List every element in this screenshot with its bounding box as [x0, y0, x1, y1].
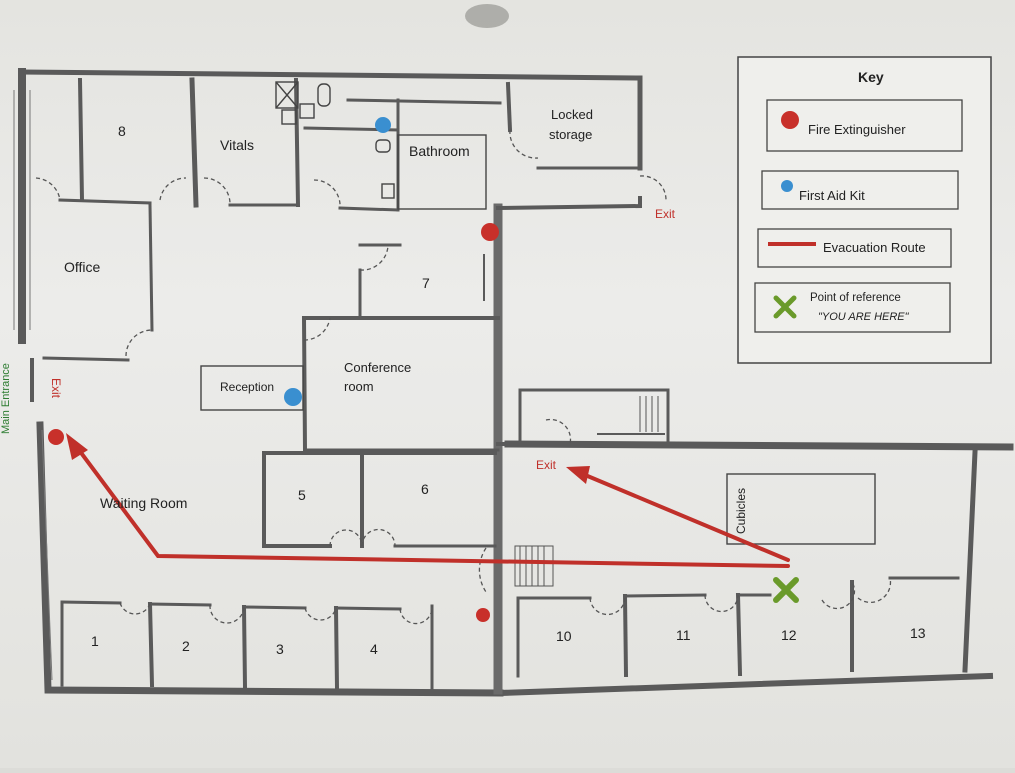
cubicles-box — [726, 473, 876, 545]
room-bathroom-label: Bathroom — [409, 143, 470, 159]
exit-mid-label: Exit — [536, 458, 557, 472]
legend-title: Key — [858, 69, 884, 85]
fixtures — [200, 81, 876, 545]
room-3-label: 3 — [276, 641, 284, 657]
fire-extinguisher-icon — [48, 429, 64, 445]
first-aid-icon — [284, 388, 302, 406]
room-11-label: 11 — [676, 627, 691, 643]
evacuation-arrowheads — [66, 433, 590, 484]
legend-reference-label-2: "YOU ARE HERE" — [818, 311, 910, 323]
room-6-label: 6 — [421, 481, 429, 497]
fire-extinguishers — [48, 223, 499, 622]
room-cubicles-label: Cubicles — [734, 488, 748, 534]
exit-labels: Exit Exit Exit Main Entrance — [0, 207, 676, 472]
exit-top-label: Exit — [655, 207, 676, 221]
you-are-here-marker — [773, 577, 799, 603]
main-entrance-label: Main Entrance — [0, 363, 12, 434]
room-12-label: 12 — [781, 627, 797, 643]
toilet-area — [275, 81, 299, 109]
bathroom-box — [397, 134, 487, 210]
room-reception-label: Reception — [220, 380, 274, 394]
arrowhead-icon — [566, 466, 590, 484]
legend-item-fire-box — [766, 99, 963, 152]
legend: Key Fire Extinguisher First Aid Kit Evac… — [737, 56, 992, 364]
room-locked-storage-label-2: storage — [549, 127, 592, 142]
room-10-label: 10 — [556, 628, 572, 644]
legend-evac-label: Evacuation Route — [823, 240, 926, 255]
room-4-label: 4 — [370, 641, 378, 657]
room-13-label: 13 — [910, 625, 926, 641]
you-are-here-icon — [773, 295, 797, 319]
reception-desk — [200, 365, 304, 411]
evacuation-route — [74, 444, 790, 568]
arrowhead-icon — [66, 433, 88, 460]
room-conference-label-1: Conference — [344, 360, 411, 375]
room-5-label: 5 — [298, 487, 306, 503]
room-2-label: 2 — [182, 638, 190, 654]
first-aid-icon — [375, 117, 391, 133]
fire-extinguisher-icon — [781, 111, 799, 129]
room-labels: 8 Vitals Bathroom Locked storage Office … — [64, 107, 926, 657]
walls — [18, 68, 1014, 697]
legend-item-reference-box — [754, 282, 951, 333]
first-aid-kits — [284, 117, 391, 406]
room-8-label: 8 — [118, 123, 126, 139]
paper-smudge — [465, 4, 509, 28]
legend-reference-label-1: Point of reference — [810, 292, 901, 304]
fire-extinguisher-icon — [476, 608, 490, 622]
legend-item-firstaid-box — [761, 170, 959, 210]
room-7-label: 7 — [422, 275, 430, 291]
room-locked-storage-label-1: Locked — [551, 107, 593, 122]
exit-left-label: Exit — [49, 378, 63, 399]
room-office-label: Office — [64, 259, 101, 275]
windows — [13, 90, 53, 681]
door-swings — [35, 129, 892, 625]
legend-fire-label: Fire Extinguisher — [808, 122, 906, 137]
stairs — [514, 396, 659, 587]
legend-item-evac-box — [757, 228, 952, 268]
room-1-label: 1 — [91, 633, 99, 649]
first-aid-icon — [781, 180, 793, 192]
room-waiting-label: Waiting Room — [100, 495, 187, 511]
room-vitals-label: Vitals — [220, 137, 254, 153]
legend-firstaid-label: First Aid Kit — [799, 188, 865, 203]
room-conference-label-2: room — [344, 379, 374, 394]
fire-extinguisher-icon — [481, 223, 499, 241]
